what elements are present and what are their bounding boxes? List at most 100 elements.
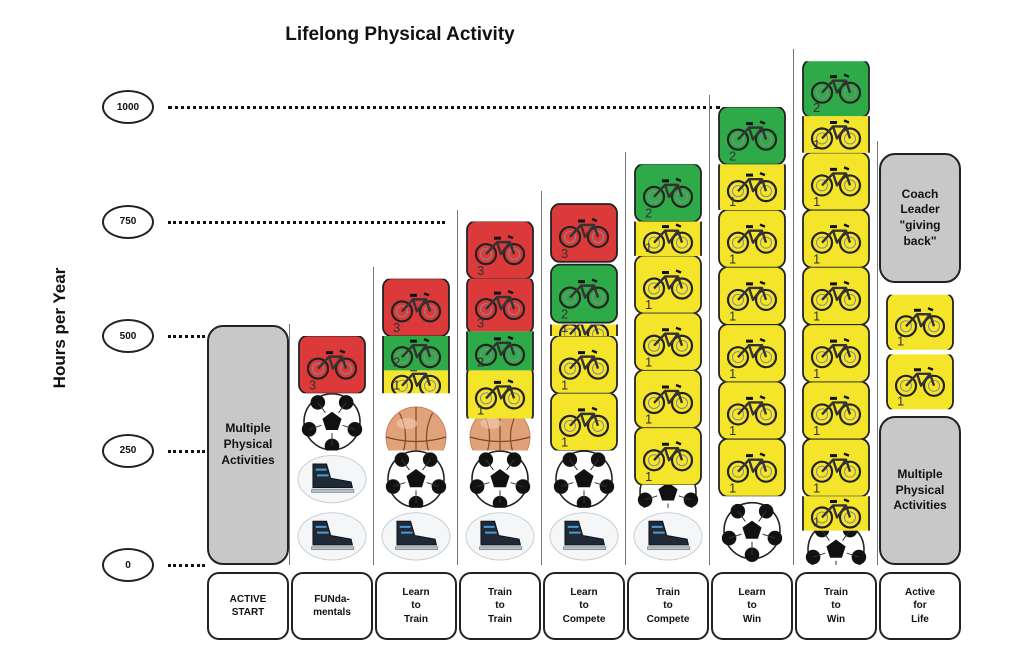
bike-tile-level-1: 1 — [718, 324, 786, 382]
tile-level-label: 2 — [477, 354, 484, 369]
stage-label: Train to Compete — [627, 572, 709, 640]
tile-level-label: 1 — [729, 194, 736, 209]
bike-tile-level-1: 1 — [550, 336, 618, 394]
tile-level-label: 1 — [645, 354, 652, 369]
ice-skate-icon — [633, 512, 703, 561]
bike-tile-level-1: 1 — [634, 313, 702, 371]
y-tick-1000: 1000 — [102, 90, 154, 124]
bike-tile-level-1: 1 — [802, 324, 870, 382]
tile-level-label: 1 — [897, 393, 904, 408]
guide-line-500 — [168, 335, 205, 338]
tile-level-label: 1 — [729, 251, 736, 266]
tile-level-label: 1 — [477, 402, 484, 417]
bike-tile-level-1: 1 — [718, 210, 786, 268]
bike-tile-level-1: 1 — [718, 381, 786, 440]
soccer-ball-icon — [721, 501, 783, 563]
bike-tile-level-2: 2 — [466, 331, 534, 371]
stage-label: Train to Train — [459, 572, 541, 640]
tile-level-label: 3 — [309, 377, 316, 392]
guide-line-0 — [168, 564, 205, 567]
tile-level-label: 1 — [561, 435, 568, 450]
tile-level-label: 1 — [645, 240, 652, 255]
column-separator — [877, 140, 878, 565]
tile-level-label: 2 — [813, 100, 820, 115]
tile-level-label: 3 — [477, 263, 484, 278]
y-tick-500: 500 — [102, 319, 154, 353]
bike-tile-level-1: 1 — [886, 354, 954, 410]
bike-tile-level-1: 1 — [718, 164, 786, 211]
tile-level-label: 1 — [645, 469, 652, 484]
soccer-ball-icon — [301, 393, 363, 451]
text-block: Multiple Physical Activities — [879, 416, 961, 565]
y-tick-250: 250 — [102, 433, 154, 468]
guide-line-1000 — [168, 106, 720, 109]
bike-tile-level-1: 1 — [802, 496, 870, 531]
tile-level-label: 1 — [813, 515, 820, 530]
bike-tile-level-1: 1 — [802, 267, 870, 325]
tile-level-label: 1 — [813, 423, 820, 438]
soccer-ball-icon — [805, 530, 867, 566]
ice-skate-icon — [549, 512, 619, 561]
text-block: Multiple Physical Activities — [207, 324, 289, 565]
ice-skate-icon — [465, 512, 535, 561]
bike-tile-level-3: 3 — [550, 203, 618, 263]
stage-label: Train to Win — [795, 572, 877, 640]
tile-level-label: 1 — [813, 137, 820, 152]
bike-tile-level-1: 1 — [802, 381, 870, 440]
bike-tile-level-1: 1 — [634, 221, 702, 256]
tile-level-label: 1 — [897, 334, 904, 349]
y-tick-750: 750 — [102, 204, 154, 239]
column-separator — [373, 266, 374, 565]
tile-level-label: 1 — [813, 309, 820, 324]
tile-level-label: 1 — [645, 297, 652, 312]
bike-tile-level-1: 1 — [886, 294, 954, 350]
tile-level-label: 1 — [729, 309, 736, 324]
chart-title: Lifelong Physical Activity — [285, 24, 515, 45]
stage-label: ACTIVE START — [207, 572, 289, 640]
soccer-ball-icon — [637, 484, 699, 508]
bike-tile-level-1: 1 — [802, 152, 870, 211]
tile-level-label: 3 — [393, 320, 400, 335]
bike-tile-level-2: 2 — [550, 263, 618, 324]
stage-label: FUNda- mentals — [291, 572, 373, 640]
bike-tile-level-1: 1 — [634, 255, 702, 314]
tile-level-label: 1 — [561, 320, 568, 335]
bike-tile-level-1: 1 — [802, 439, 870, 497]
tile-level-label: 1 — [645, 412, 652, 427]
bike-tile-level-2: 2 — [718, 107, 786, 165]
bike-tile-level-1: 1 — [802, 116, 870, 153]
tile-level-label: 1 — [813, 366, 820, 381]
bike-tile-level-1: 1 — [550, 320, 618, 336]
guide-line-750 — [168, 220, 445, 224]
bike-tile-level-2: 2 — [802, 61, 870, 117]
tile-level-label: 1 — [813, 194, 820, 209]
tile-level-label: 1 — [813, 480, 820, 495]
bike-tile-level-2: 2 — [634, 164, 702, 222]
soccer-ball-icon — [553, 450, 615, 508]
tile-level-label: 3 — [477, 315, 484, 330]
soccer-ball-icon — [469, 450, 531, 508]
tile-level-label: 1 — [729, 366, 736, 381]
basketball-icon — [469, 418, 531, 451]
column-separator — [625, 152, 626, 565]
bike-tile-level-1: 1 — [466, 370, 534, 419]
tile-level-label: 1 — [813, 251, 820, 266]
tile-level-label: 2 — [729, 148, 736, 163]
bike-tile-level-3: 3 — [466, 278, 534, 332]
column-separator — [793, 49, 794, 565]
tile-level-label: 1 — [393, 377, 400, 392]
stage-label: Learn to Train — [375, 572, 457, 640]
bike-tile-level-1: 1 — [802, 210, 870, 268]
tile-level-label: 3 — [561, 246, 568, 261]
tile-level-label: 2 — [393, 354, 400, 369]
tile-level-label: 1 — [561, 377, 568, 392]
bike-tile-level-3: 3 — [466, 221, 534, 279]
bike-tile-level-1: 1 — [718, 439, 786, 497]
basketball-icon — [385, 406, 447, 451]
column-separator — [289, 324, 290, 565]
column-separator — [709, 95, 710, 565]
stage-label: Active for Life — [879, 572, 961, 640]
bike-tile-level-1: 1 — [382, 370, 450, 394]
